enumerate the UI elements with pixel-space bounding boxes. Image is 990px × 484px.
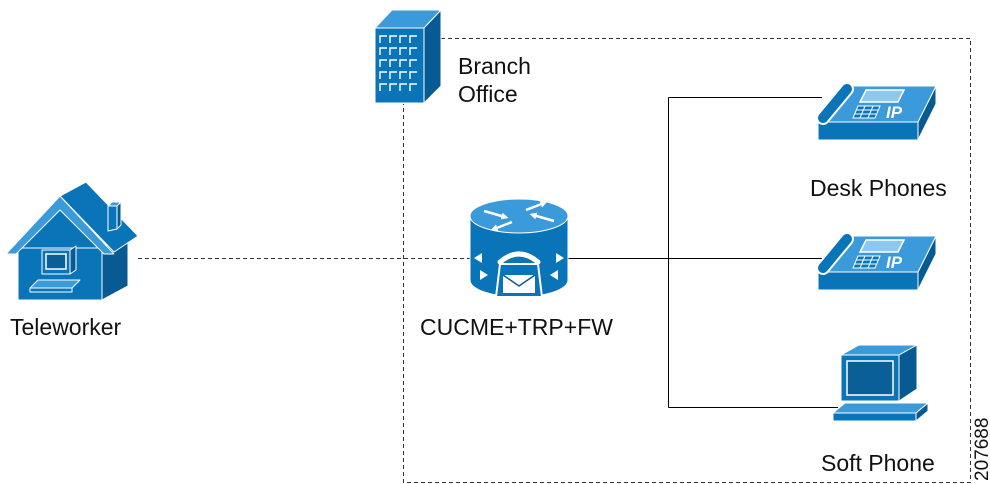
computer-icon <box>832 344 929 422</box>
soft-phone-label: Soft Phone <box>821 450 935 476</box>
voice-router-icon <box>469 198 569 298</box>
building-icon <box>374 9 442 104</box>
home-computer-icon <box>29 245 81 293</box>
router-label: CUCME+TRP+FW <box>420 314 613 340</box>
ip-badge: IP <box>886 103 903 122</box>
ip-phone-icon: IP <box>816 82 937 141</box>
house-icon <box>5 181 139 301</box>
lan-links <box>568 97 838 408</box>
branch-office-label-line2: Office <box>458 81 518 107</box>
teleworker-label: Teleworker <box>10 314 122 340</box>
branch-office-label-line1: Branch <box>458 53 531 79</box>
figure-id: 207688 <box>972 418 990 481</box>
router-phone-symbol <box>494 251 544 298</box>
router-arrows <box>483 201 555 231</box>
branch-office-boundary <box>403 38 971 483</box>
desk-phones-label: Desk Phones <box>810 175 947 201</box>
ip-badge: IP <box>886 253 903 272</box>
ip-phone-icon: IP <box>816 232 937 291</box>
